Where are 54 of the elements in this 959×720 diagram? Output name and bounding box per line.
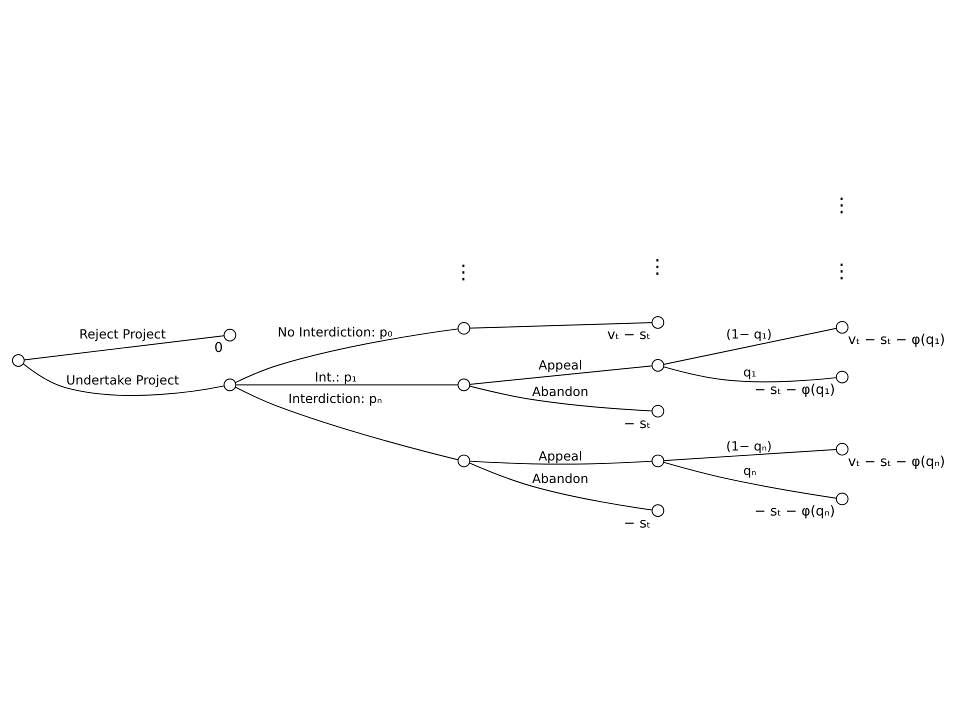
connector	[663, 462, 837, 499]
label: ⋮	[454, 260, 474, 284]
edge-label: (1− qₙ)	[726, 438, 772, 454]
edge-label: Undertake Project	[66, 372, 180, 388]
edge-label: Interdiction: pₙ	[288, 390, 382, 406]
connector	[24, 335, 224, 360]
node-label: − sₜ	[624, 416, 651, 432]
connector	[236, 384, 458, 386]
node-circle	[652, 316, 664, 329]
connector	[234, 328, 458, 384]
node-circle	[652, 454, 664, 468]
edge-label: (1− q₁)	[726, 326, 772, 342]
node-circle	[836, 492, 849, 506]
connector	[470, 365, 653, 385]
connector	[469, 462, 652, 510]
node-label: vₜ − sₜ	[607, 327, 650, 344]
node-circle	[652, 504, 664, 517]
node-label: 0	[214, 340, 223, 356]
connector	[22, 363, 225, 396]
edge-label: qₙ	[743, 462, 756, 478]
label: ⋮	[832, 260, 852, 283]
edge-label: Abandon	[532, 384, 588, 399]
connector	[469, 460, 653, 465]
label: ⋮	[832, 193, 852, 216]
node-circle	[458, 454, 470, 468]
connector	[469, 386, 652, 412]
node-circle	[12, 354, 25, 367]
node-label: vₜ − sₜ − φ(qₙ)	[848, 454, 946, 470]
node-label: − sₜ − φ(qₙ)	[754, 504, 836, 520]
node-circle	[458, 378, 470, 392]
node-label: − sₜ − φ(q₁)	[754, 382, 836, 398]
connector	[470, 322, 653, 329]
edge-label: No Interdiction: p₀	[278, 324, 393, 340]
node-circle	[836, 370, 849, 384]
node-circle	[224, 378, 236, 392]
edge-label: Int.: p₁	[314, 369, 357, 384]
node-circle	[836, 321, 849, 334]
edge-label: Abandon	[532, 470, 588, 486]
connector	[663, 449, 837, 462]
node-label: − sₜ	[624, 515, 651, 532]
node-circle	[652, 359, 664, 372]
node-circle	[224, 328, 236, 342]
edge-label: Appeal	[538, 358, 582, 373]
node-circle	[458, 322, 470, 335]
edge-label: q₁	[743, 364, 756, 380]
node-circle	[652, 404, 664, 418]
edge-label: Appeal	[538, 448, 582, 464]
node-circle	[836, 442, 849, 456]
label: ⋮	[648, 254, 668, 278]
edge-label: Reject Project	[79, 326, 166, 342]
connector	[663, 328, 837, 365]
node-label: vₜ − sₜ − φ(q₁)	[848, 332, 946, 348]
connector	[663, 366, 836, 382]
connector	[234, 386, 458, 460]
